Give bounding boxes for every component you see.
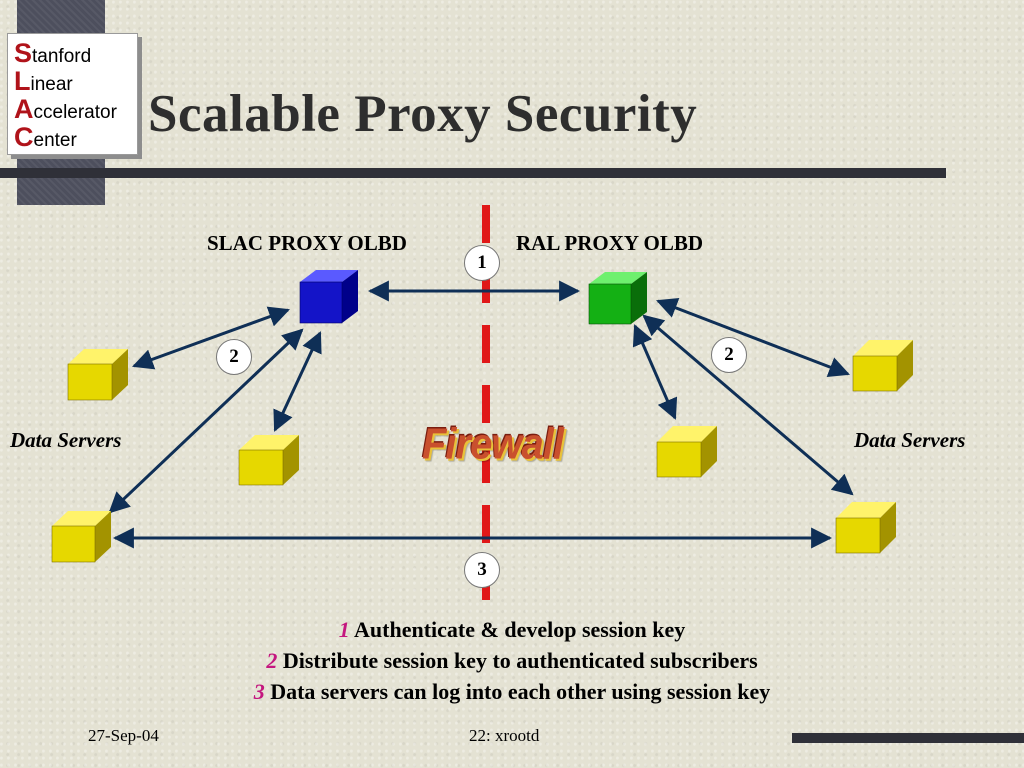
server-cube-left-3	[51, 511, 111, 563]
footer-divider	[792, 733, 1024, 743]
arrow-ral-to-server-2	[632, 324, 678, 420]
slac-proxy-label: SLAC PROXY OLBD	[207, 231, 407, 255]
slac-logo: Stanford Linear Accelerator Center	[7, 33, 138, 155]
arrow-slac-to-server-1	[132, 306, 290, 370]
slac-proxy-cube	[299, 270, 358, 324]
footer-date: 27-Sep-04	[88, 726, 159, 745]
logo-line-2: Linear	[14, 66, 73, 96]
server-cube-left-2	[238, 435, 299, 486]
server-cube-left-1	[67, 349, 128, 401]
slide-title: Scalable Proxy Security	[148, 85, 698, 143]
logo-line-4: Center	[14, 122, 77, 152]
footer-slide-number: 22: xrootd	[469, 726, 540, 745]
arrow-ral-to-server-3	[642, 314, 854, 496]
right-data-servers-label: Data Servers	[854, 428, 966, 452]
server-cube-right-1	[852, 340, 913, 392]
ral-proxy-cube	[588, 272, 647, 325]
server-cube-right-3	[835, 502, 896, 554]
step-badge-1: 1	[464, 245, 500, 281]
legend-item-1: 1 Authenticate & develop session key	[338, 617, 686, 642]
logo-line-3: Accelerator	[14, 94, 117, 124]
legend-item-2: 2 Distribute session key to authenticate…	[266, 648, 758, 673]
server-cube-right-2	[656, 426, 717, 478]
title-divider	[0, 168, 946, 178]
step-badge-2-left: 2	[216, 339, 252, 375]
legend: 1 Authenticate & develop session key 2 D…	[0, 614, 1024, 707]
ral-proxy-label: RAL PROXY OLBD	[516, 231, 704, 255]
arrow-ral-to-server-1	[656, 297, 850, 378]
step-badge-2-right: 2	[711, 337, 747, 373]
left-data-servers-label: Data Servers	[10, 428, 122, 452]
firewall-label: Firewall	[422, 419, 564, 469]
logo-line-1: Stanford	[14, 38, 92, 68]
legend-item-3: 3 Data servers can log into each other u…	[253, 679, 771, 704]
step-badge-3: 3	[464, 552, 500, 588]
arrow-slac-to-server-3	[108, 328, 304, 514]
